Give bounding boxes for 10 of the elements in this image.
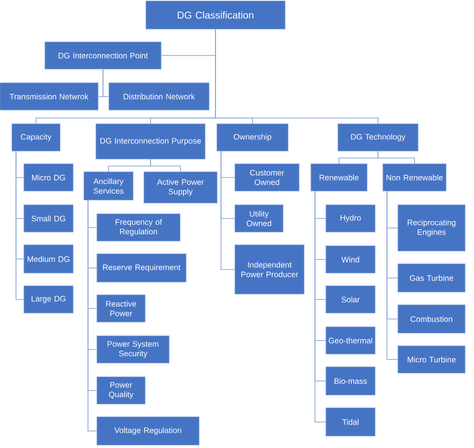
connector-line: [215, 28, 378, 124]
connector-line: [314, 190, 326, 422]
connector-line: [150, 158, 181, 172]
connector-line: [102, 68, 110, 97]
connector-line: [88, 200, 98, 432]
connector-line: [16, 150, 24, 300]
connector-line: [220, 150, 236, 270]
connector-line: [386, 190, 398, 360]
category-box: DG Classification: [146, 0, 286, 30]
connector-line: [378, 150, 415, 164]
